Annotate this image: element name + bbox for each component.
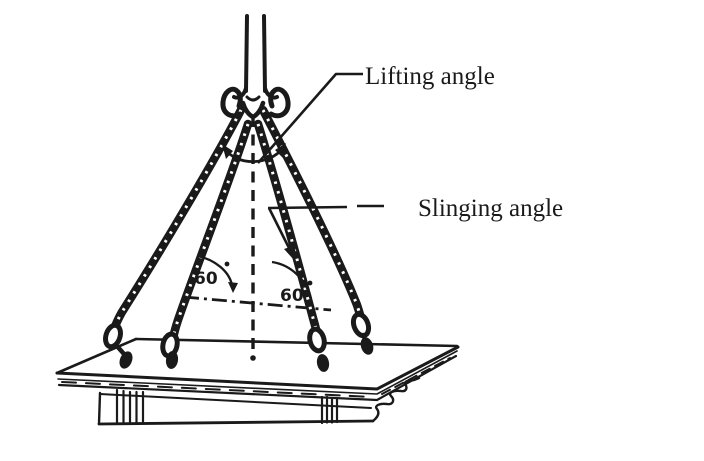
lifting-angle-leader [257, 72, 363, 164]
sling-eye-left [220, 86, 243, 119]
load-platform [55, 337, 460, 426]
body-top-edge [99, 393, 372, 409]
slab-band-bottom [57, 354, 458, 402]
slinging-angle-pointer [267, 207, 292, 251]
right-hatch-marks [320, 395, 339, 425]
slab-band-texture [61, 381, 373, 398]
left-angle-value: 60 [194, 269, 218, 289]
sling-legs [103, 105, 374, 372]
left-hatch-marks [115, 388, 145, 425]
lifting-arc-arrow-left [222, 144, 233, 159]
right-sling-angle: 60 [271, 260, 313, 306]
sling-hook-right-outer [350, 311, 372, 339]
left-angle-arc [197, 254, 234, 286]
crane-hook-assembly [220, 14, 291, 120]
lifting-angle-annotation: Lifting angle [222, 63, 495, 164]
sling-eye-right [268, 86, 291, 119]
body-broken-right-edge [371, 376, 421, 423]
sling-left-inner [160, 119, 253, 369]
right-angle-value: 60 [280, 286, 304, 306]
slab-band-top [55, 345, 460, 391]
left-angle-arrowhead [228, 282, 238, 293]
sling-hook-right-inner [307, 326, 327, 354]
body-left-edge [97, 391, 102, 426]
hook-saddle [240, 100, 266, 120]
sling-hook-left-outer [103, 322, 123, 350]
left-sling-angle: 60 [194, 254, 238, 293]
left-degree-dot [224, 261, 230, 267]
hook-throat [245, 95, 261, 102]
right-angle-arc [271, 260, 313, 300]
slab-band-mid [57, 350, 458, 395]
platform-rear-edge [134, 337, 459, 348]
slinging-angle-leader [267, 205, 348, 210]
sling-left-outer [103, 105, 246, 369]
hook-shank [244, 14, 267, 93]
lifting-angle-label: Lifting angle [365, 63, 495, 90]
slinging-angle-arrowhead [284, 245, 296, 260]
right-degree-dot [307, 280, 313, 286]
sling-right-outer [258, 105, 374, 355]
centerline-end-dot [250, 355, 256, 361]
slab-band-texture-right [381, 357, 451, 395]
slinging-angle-label: Slinging angle [418, 195, 563, 222]
slinging-angle-annotation: Slinging angle [267, 195, 563, 260]
sling-right-inner [253, 119, 330, 372]
platform-left-edge [55, 337, 138, 375]
lifting-arc-arrow-right [275, 143, 286, 158]
